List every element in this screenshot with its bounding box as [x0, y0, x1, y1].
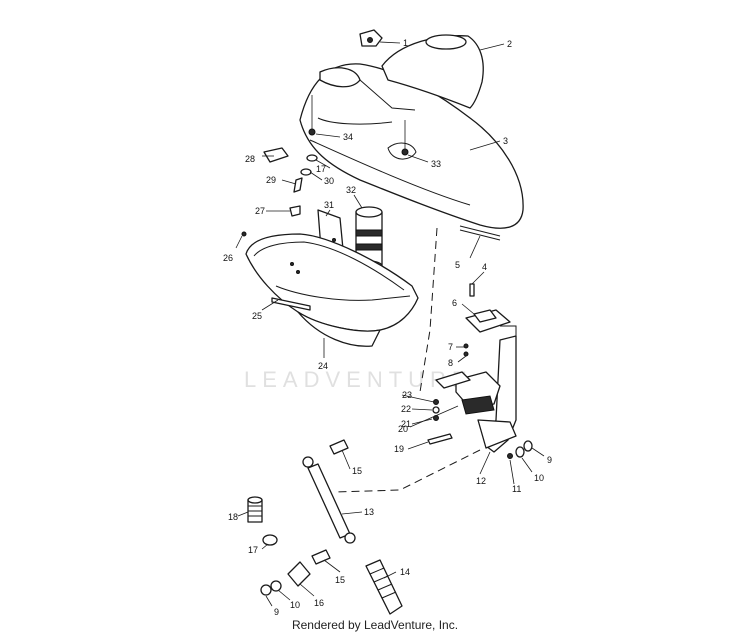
- callout-26: 26: [223, 253, 233, 263]
- cable-path-upper: [419, 227, 438, 393]
- bolt-4: [469, 283, 475, 297]
- callout-15-upper: 15: [352, 466, 362, 476]
- callout-21: 21: [401, 419, 411, 429]
- callout-19: 19: [394, 444, 404, 454]
- callout-22: 22: [401, 404, 411, 414]
- callout-8: 8: [448, 358, 453, 368]
- callout-11: 11: [512, 484, 521, 494]
- callout-34: 34: [343, 132, 353, 142]
- callout-27: 27: [255, 206, 265, 216]
- cable-path-lower: [335, 449, 481, 493]
- leader-lines: [235, 41, 545, 607]
- callout-5: 5: [455, 260, 460, 270]
- washer-17-lower: [262, 534, 278, 546]
- callout-15-lower: 15: [335, 575, 345, 585]
- callout-33: 33: [431, 159, 441, 169]
- pin-19: [427, 433, 453, 445]
- gas-strut-13: [302, 456, 356, 544]
- callout-4: 4: [482, 262, 487, 272]
- pad-28: [263, 147, 289, 163]
- grip-14: [365, 559, 403, 615]
- callout-28: 28: [245, 154, 255, 164]
- washer-7: [463, 343, 469, 349]
- latch-6: [465, 309, 517, 340]
- callout-14: 14: [400, 567, 410, 577]
- nut-9-lower: [260, 584, 272, 596]
- watermark-text: LEADVENTURE: [244, 367, 473, 392]
- callout-10-lower: 10: [290, 600, 300, 610]
- screw-29: [293, 177, 303, 193]
- screw-27: [289, 205, 301, 217]
- washer-17-top: [306, 154, 318, 162]
- plate-16: [287, 561, 311, 587]
- callout-32: 32: [346, 185, 356, 195]
- top-cover: [381, 34, 484, 109]
- ball-stud-15-lower: [311, 549, 331, 565]
- callout-9-right: 9: [547, 455, 552, 465]
- callout-9-lower: 9: [274, 607, 279, 617]
- callout-2: 2: [507, 39, 512, 49]
- footer-credit: Rendered by LeadVenture, Inc.: [291, 618, 459, 632]
- fastener-33: [401, 148, 409, 156]
- bolt-18: [247, 496, 263, 523]
- ball-stud-15-upper: [329, 439, 349, 455]
- washer-30: [300, 168, 312, 176]
- callout-18: 18: [228, 512, 238, 522]
- callout-17-lower: 17: [248, 545, 258, 555]
- cable-5: [459, 225, 501, 241]
- washer-23: [433, 399, 439, 405]
- callout-labels: 1 2 3 4 5 6 7 8 9 10 11 12 13 14 15 15 1…: [223, 38, 552, 617]
- washer-10-right: [515, 446, 525, 458]
- callout-1: 1: [403, 38, 408, 48]
- callout-12: 12: [476, 476, 486, 486]
- nut-8: [463, 351, 469, 357]
- callout-20: 20: [398, 424, 408, 434]
- callout-29: 29: [266, 175, 276, 185]
- callout-3: 3: [503, 136, 508, 146]
- callout-10-right: 10: [534, 473, 544, 483]
- washer-9-right: [523, 440, 533, 452]
- washer-10-lower: [270, 580, 282, 592]
- callout-13: 13: [364, 507, 374, 517]
- callout-7: 7: [448, 342, 453, 352]
- linkage-12: [435, 335, 517, 453]
- callout-23: 23: [402, 390, 412, 400]
- callout-16: 16: [314, 598, 324, 608]
- hood-cover: [299, 63, 524, 229]
- callout-6: 6: [452, 298, 457, 308]
- washer-22: [432, 406, 440, 414]
- callout-25: 25: [252, 311, 262, 321]
- callout-30: 30: [324, 176, 334, 186]
- clip-part: [359, 29, 383, 47]
- storage-tray-24: [245, 233, 419, 347]
- fastener-26: [241, 231, 247, 237]
- callout-24: 24: [318, 361, 328, 371]
- strip-25: [271, 297, 311, 311]
- nut-11: [507, 453, 513, 459]
- callout-17-upper: 17: [316, 164, 326, 174]
- callout-31: 31: [324, 200, 334, 210]
